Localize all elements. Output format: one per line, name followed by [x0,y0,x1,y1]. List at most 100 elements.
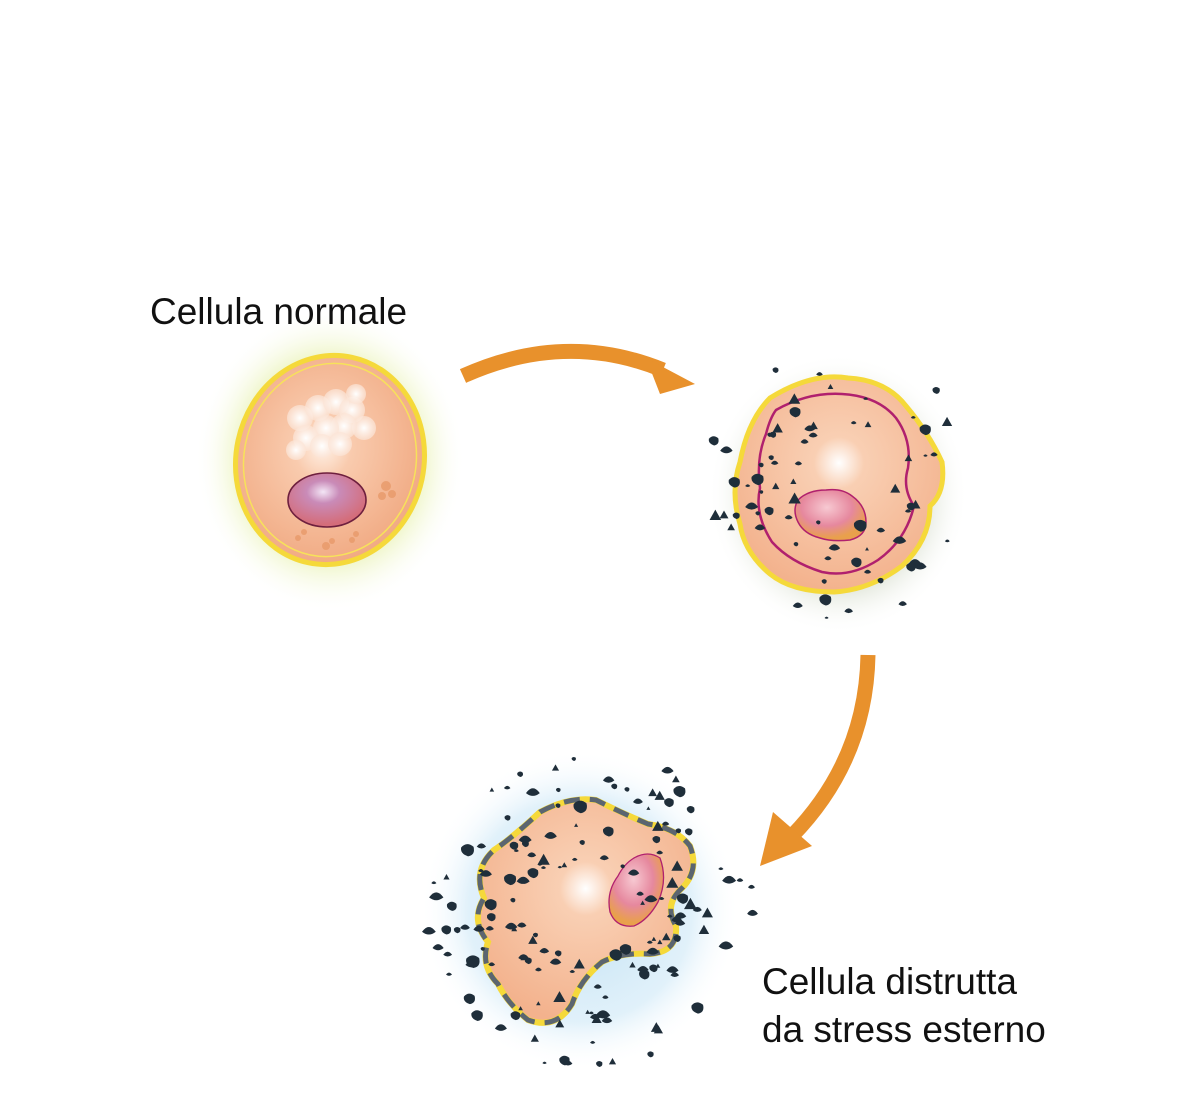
debris-particle [536,1001,541,1006]
debris-particle [609,949,622,961]
debris-particle [767,432,772,438]
debris-particle [527,852,537,858]
debris-particle [601,1017,613,1024]
debris-particle [890,483,901,493]
debris-particle [816,372,823,376]
debris-particle [511,926,518,932]
stressed-cell-inner-membrane [757,392,916,575]
debris-particle [504,815,511,821]
debris-particle [944,539,950,543]
debris-particle [632,798,643,804]
debris-particle [747,909,758,916]
debris-particle [639,969,650,980]
debris-particle [892,536,907,544]
debris-particle [745,484,751,488]
debris-particle [494,1024,507,1031]
debris-particle [561,862,568,868]
debris-particle [759,490,764,494]
debris-particle [441,925,452,935]
debris-particle [539,948,550,954]
debris-particle [636,891,644,896]
debris-particle [819,594,832,606]
debris-particle [661,766,674,774]
debris-particle [686,806,695,814]
debris-particle [661,821,670,826]
debris-particle [528,935,538,944]
debris-particle [479,870,492,877]
debris-particle [504,873,517,886]
debris-particle [850,421,857,425]
debris-particle [672,775,680,783]
debris-particle [525,788,540,796]
debris-particle [571,756,576,761]
debris-particle [758,462,764,468]
debris-particle [596,1061,603,1068]
debris-particle [708,436,719,446]
debris-particle [654,790,665,800]
debris-particle [648,788,658,797]
debris-particle [800,439,809,444]
debris-particle [751,473,764,486]
debris-particle [671,860,683,871]
destroyed-cell-broken-membrane [475,796,696,1026]
debris-particle [485,926,494,931]
debris-particle [602,776,615,783]
debris-particle [784,515,793,520]
debris-particle [827,383,834,389]
debris-particle [789,407,801,418]
debris-particle [473,925,485,932]
debris-particle [770,460,779,465]
debris-particle [652,835,661,844]
debris-particle [460,924,470,930]
debris-particle [544,831,557,839]
debris-particle [684,828,693,836]
debris-particle [732,512,740,520]
debris-particle [590,1040,596,1044]
debris-particle [624,787,630,792]
debris-particle [518,954,529,961]
debris-particle [509,841,519,850]
destroyed-cell-label-line2: da stress esterno [762,1009,1046,1050]
debris-particle [573,800,587,814]
debris-particle [588,1011,594,1015]
debris-particle [629,961,636,968]
normal-cell-label: Cellula normale [150,291,408,332]
debris-particles [421,367,953,1068]
debris-particle [620,864,625,869]
debris-particle [844,608,854,614]
debris-particle [646,947,660,955]
stressed-cell-membrane [732,374,946,595]
debris-particle [453,926,461,934]
debris-particle [821,579,827,584]
debris-particle [904,509,912,513]
debris-particle [443,951,453,957]
debris-particle [898,601,907,606]
debris-particle [772,423,783,433]
destroyed-cell [420,750,740,1070]
debris-particle [728,477,740,488]
debris-particle [537,863,543,866]
debris-particle [652,820,664,831]
debris-particle [573,958,585,969]
debris-particle [664,798,674,808]
destroyed-cell-nucleus [608,853,665,927]
debris-particle [557,865,563,869]
debris-particle [602,826,614,837]
debris-particle [530,1034,539,1042]
debris-particle [446,972,452,976]
debris-particle [941,416,953,427]
debris-particle [503,785,511,790]
debris-particle [719,510,729,519]
debris-particle [754,524,766,531]
stressed-cell-nucleus [794,488,867,542]
debris-particle [824,556,832,561]
debris-particle [808,432,818,438]
debris-particle [722,875,737,884]
debris-particle [788,492,801,504]
debris-particle [554,950,562,957]
debris-particle [764,506,774,516]
debris-particle [906,502,916,511]
debris-particle [602,995,609,999]
debris-particle [443,874,450,880]
debris-particle [518,835,532,843]
